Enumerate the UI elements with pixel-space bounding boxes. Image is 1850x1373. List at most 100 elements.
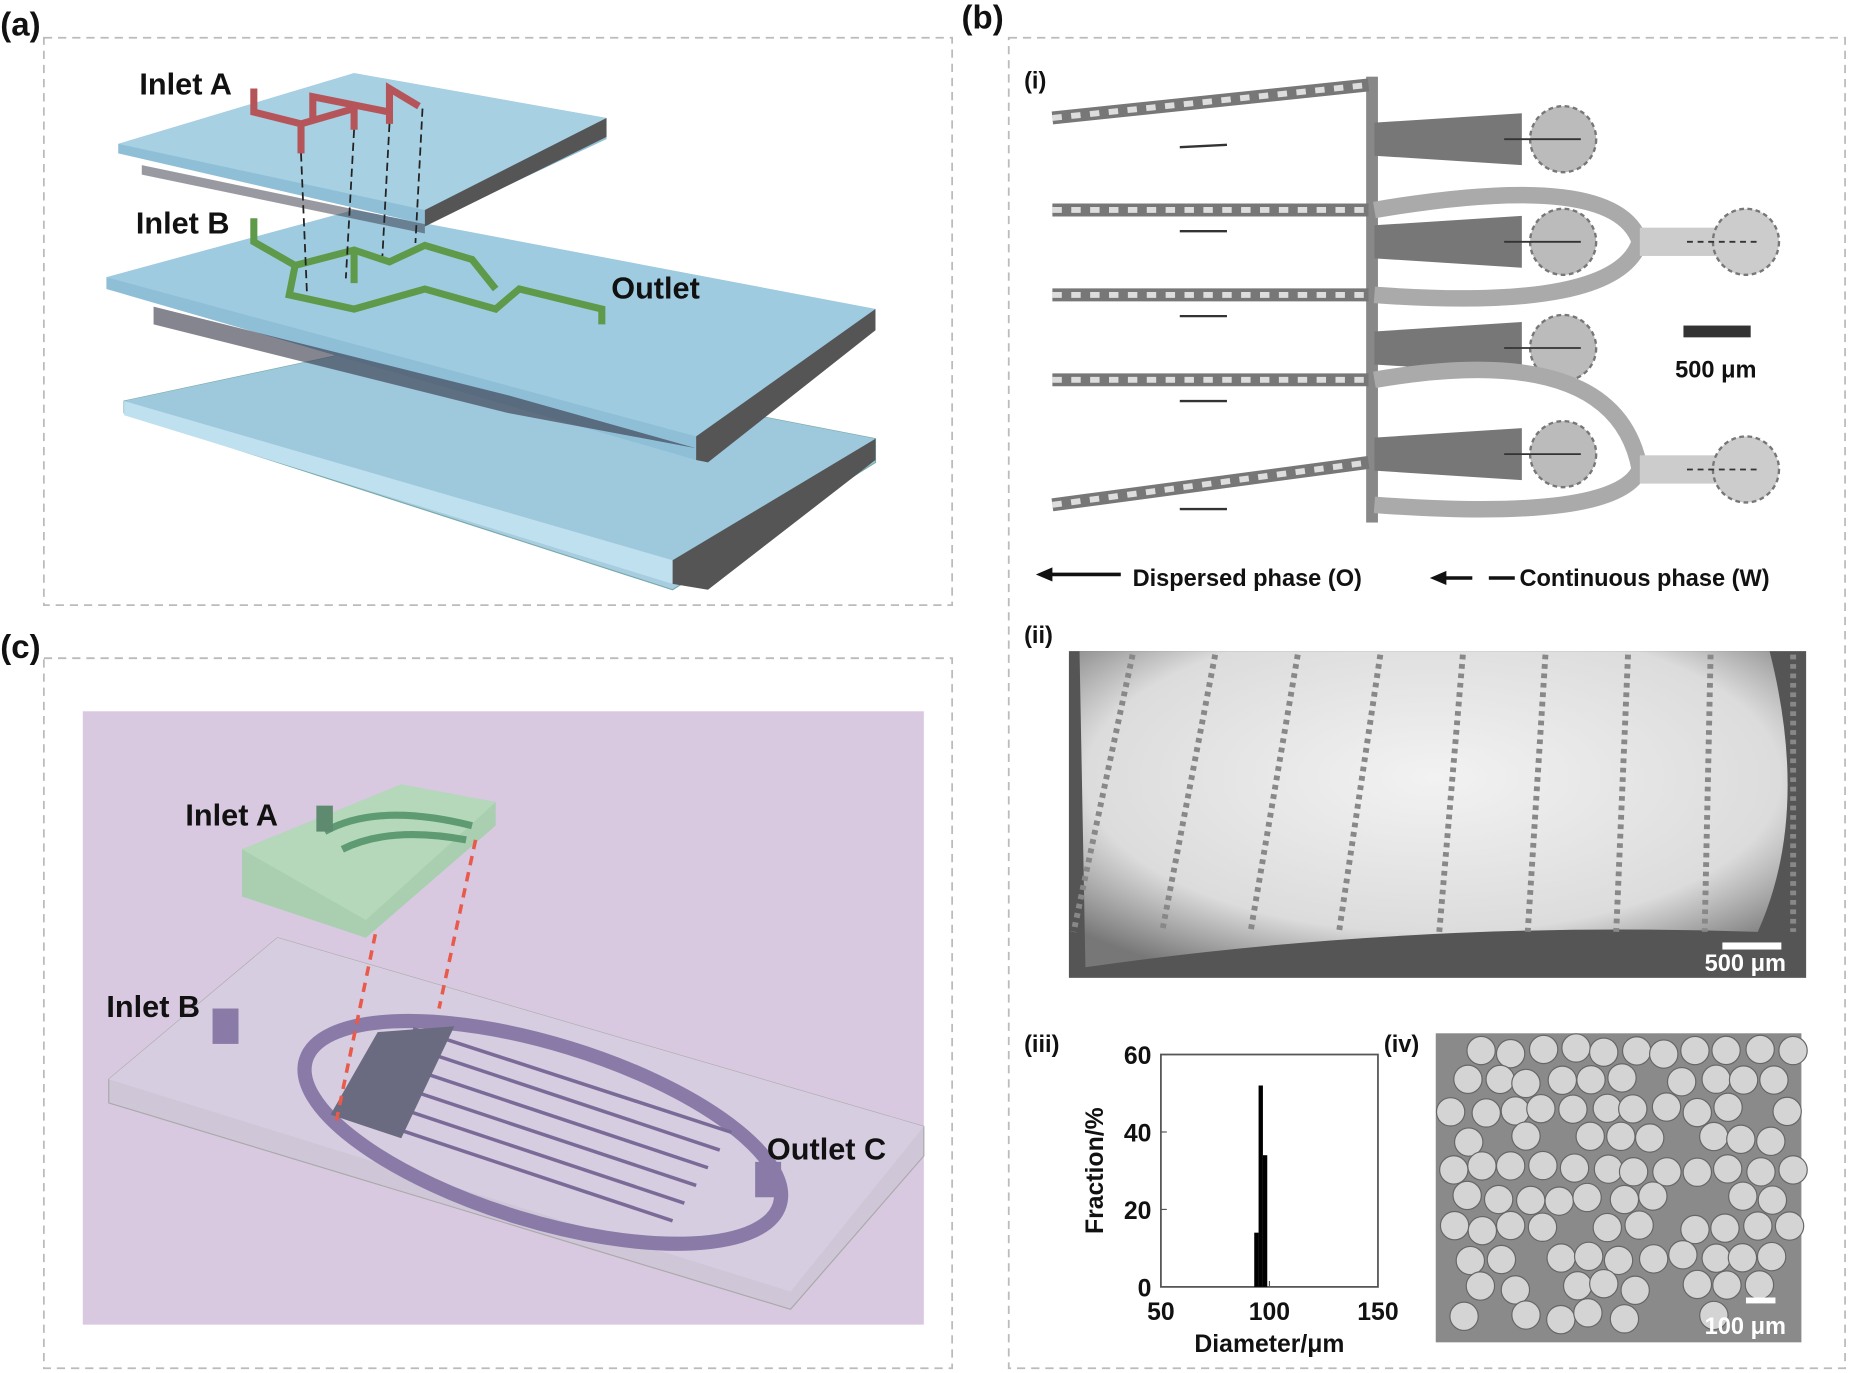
micro-channel [1701, 654, 1714, 932]
microsphere [1607, 1063, 1637, 1093]
microsphere [1680, 1214, 1710, 1245]
microsphere [1572, 1182, 1602, 1213]
microsphere [1485, 1064, 1515, 1095]
microsphere [1701, 1064, 1731, 1094]
plot-frame [1160, 1053, 1379, 1288]
microsphere [1435, 1097, 1466, 1127]
y-tick-label: 40 [1124, 1120, 1152, 1147]
microsphere [1528, 1034, 1559, 1065]
microsphere [1620, 1275, 1650, 1306]
subpanel-ii-label: (ii) [1024, 622, 1053, 648]
scale-bar-iv-label: 100 μm [1705, 1313, 1786, 1339]
microsphere [1603, 1245, 1634, 1276]
microsphere [1526, 1093, 1556, 1124]
microsphere [1772, 1096, 1802, 1127]
microsphere [1746, 1157, 1776, 1187]
microsphere [1711, 1035, 1741, 1066]
inlet-a-label-c: Inlet A [185, 799, 278, 833]
microsphere [1682, 1269, 1713, 1300]
legend-continuous-label: Continuous phase (W) [1519, 565, 1769, 591]
y-tick-label: 0 [1138, 1275, 1152, 1302]
histogram-bar [1258, 1085, 1263, 1287]
microsphere [1651, 1092, 1682, 1122]
scale-bar-i-label: 500 μm [1675, 356, 1756, 382]
microsphere [1726, 1124, 1756, 1155]
microsphere [1756, 1126, 1786, 1157]
microsphere [1728, 1065, 1759, 1095]
microsphere [1471, 1098, 1501, 1128]
microsphere [1511, 1121, 1541, 1151]
continuous-inlet [1373, 361, 1781, 518]
microsphere [1609, 1184, 1640, 1215]
microsphere [1624, 1210, 1654, 1240]
scale-bar-i [1683, 325, 1751, 338]
microsphere [1682, 1097, 1713, 1128]
outlet-channel [1052, 373, 1369, 403]
dispersed-inlet [1374, 313, 1598, 383]
panel-c-frame [42, 657, 954, 1370]
y-tick-label: 60 [1124, 1043, 1152, 1070]
subpanel-iv-label: (iv) [1384, 1031, 1419, 1057]
micrograph-chamber [1079, 651, 1788, 968]
microsphere [1744, 1270, 1775, 1300]
scale-bar-ii [1722, 942, 1782, 950]
microsphere [1618, 1094, 1648, 1124]
legend-dispersed-label: Dispersed phase (O) [1133, 565, 1362, 591]
microsphere [1778, 1035, 1808, 1066]
sem-microspheres [1435, 1033, 1808, 1335]
flow-arrow-icon [1179, 143, 1228, 149]
microsphere [1449, 1301, 1479, 1332]
microsphere [1666, 1067, 1697, 1097]
panel-b-frame [1007, 36, 1846, 1370]
microsphere [1467, 1151, 1497, 1181]
scale-bar-iv [1745, 1297, 1776, 1304]
x-tick-label: 100 [1249, 1299, 1290, 1326]
microsphere [1606, 1121, 1636, 1152]
microsphere [1649, 1039, 1679, 1069]
subpanel-iii-label: (iii) [1024, 1031, 1059, 1057]
microsphere [1638, 1181, 1668, 1211]
microsphere [1515, 1185, 1546, 1216]
microsphere [1699, 1121, 1729, 1152]
microsphere [1699, 1300, 1729, 1331]
dispersed-inlet [1374, 207, 1598, 277]
inlet-b-label: Inlet B [136, 207, 230, 241]
microsphere [1618, 1157, 1649, 1187]
microsphere [1486, 1244, 1517, 1275]
microsphere [1593, 1154, 1624, 1184]
microsphere [1573, 1298, 1603, 1328]
subpanel-i-label: (i) [1024, 67, 1046, 93]
microsphere [1546, 1304, 1576, 1335]
microsphere [1547, 1065, 1578, 1096]
microsphere [1495, 1038, 1526, 1069]
histogram-bar [1254, 1232, 1259, 1287]
microsphere [1710, 1213, 1740, 1243]
microsphere [1588, 1037, 1619, 1067]
panel-b-label: (b) [962, 0, 1004, 35]
microsphere [1452, 1180, 1482, 1211]
outlet-label: Outlet [611, 271, 700, 305]
microsphere [1609, 1304, 1640, 1334]
outlet-channel [1052, 288, 1369, 318]
layered-chip-illustration [106, 73, 877, 591]
microsphere [1511, 1300, 1541, 1330]
panel-a-frame [42, 36, 954, 606]
x-axis-label: Diameter/μm [1194, 1331, 1344, 1358]
microsphere [1592, 1212, 1623, 1243]
microsphere [1682, 1157, 1713, 1187]
microsphere [1495, 1151, 1526, 1181]
microsphere [1756, 1241, 1787, 1272]
legend-continuous [1429, 570, 1515, 586]
microsphere [1546, 1243, 1576, 1273]
x-tick-label: 50 [1147, 1299, 1175, 1326]
microsphere [1634, 1123, 1665, 1153]
microsphere [1757, 1185, 1788, 1215]
microsphere [1439, 1210, 1470, 1241]
microsphere [1592, 1093, 1623, 1124]
droplet-chip-illustration [108, 784, 925, 1310]
outlet-channel [1051, 455, 1370, 512]
panel-c-label: (c) [0, 628, 40, 665]
microsphere [1701, 1243, 1731, 1273]
histogram-bar [1262, 1155, 1268, 1287]
microsphere [1728, 1181, 1758, 1211]
